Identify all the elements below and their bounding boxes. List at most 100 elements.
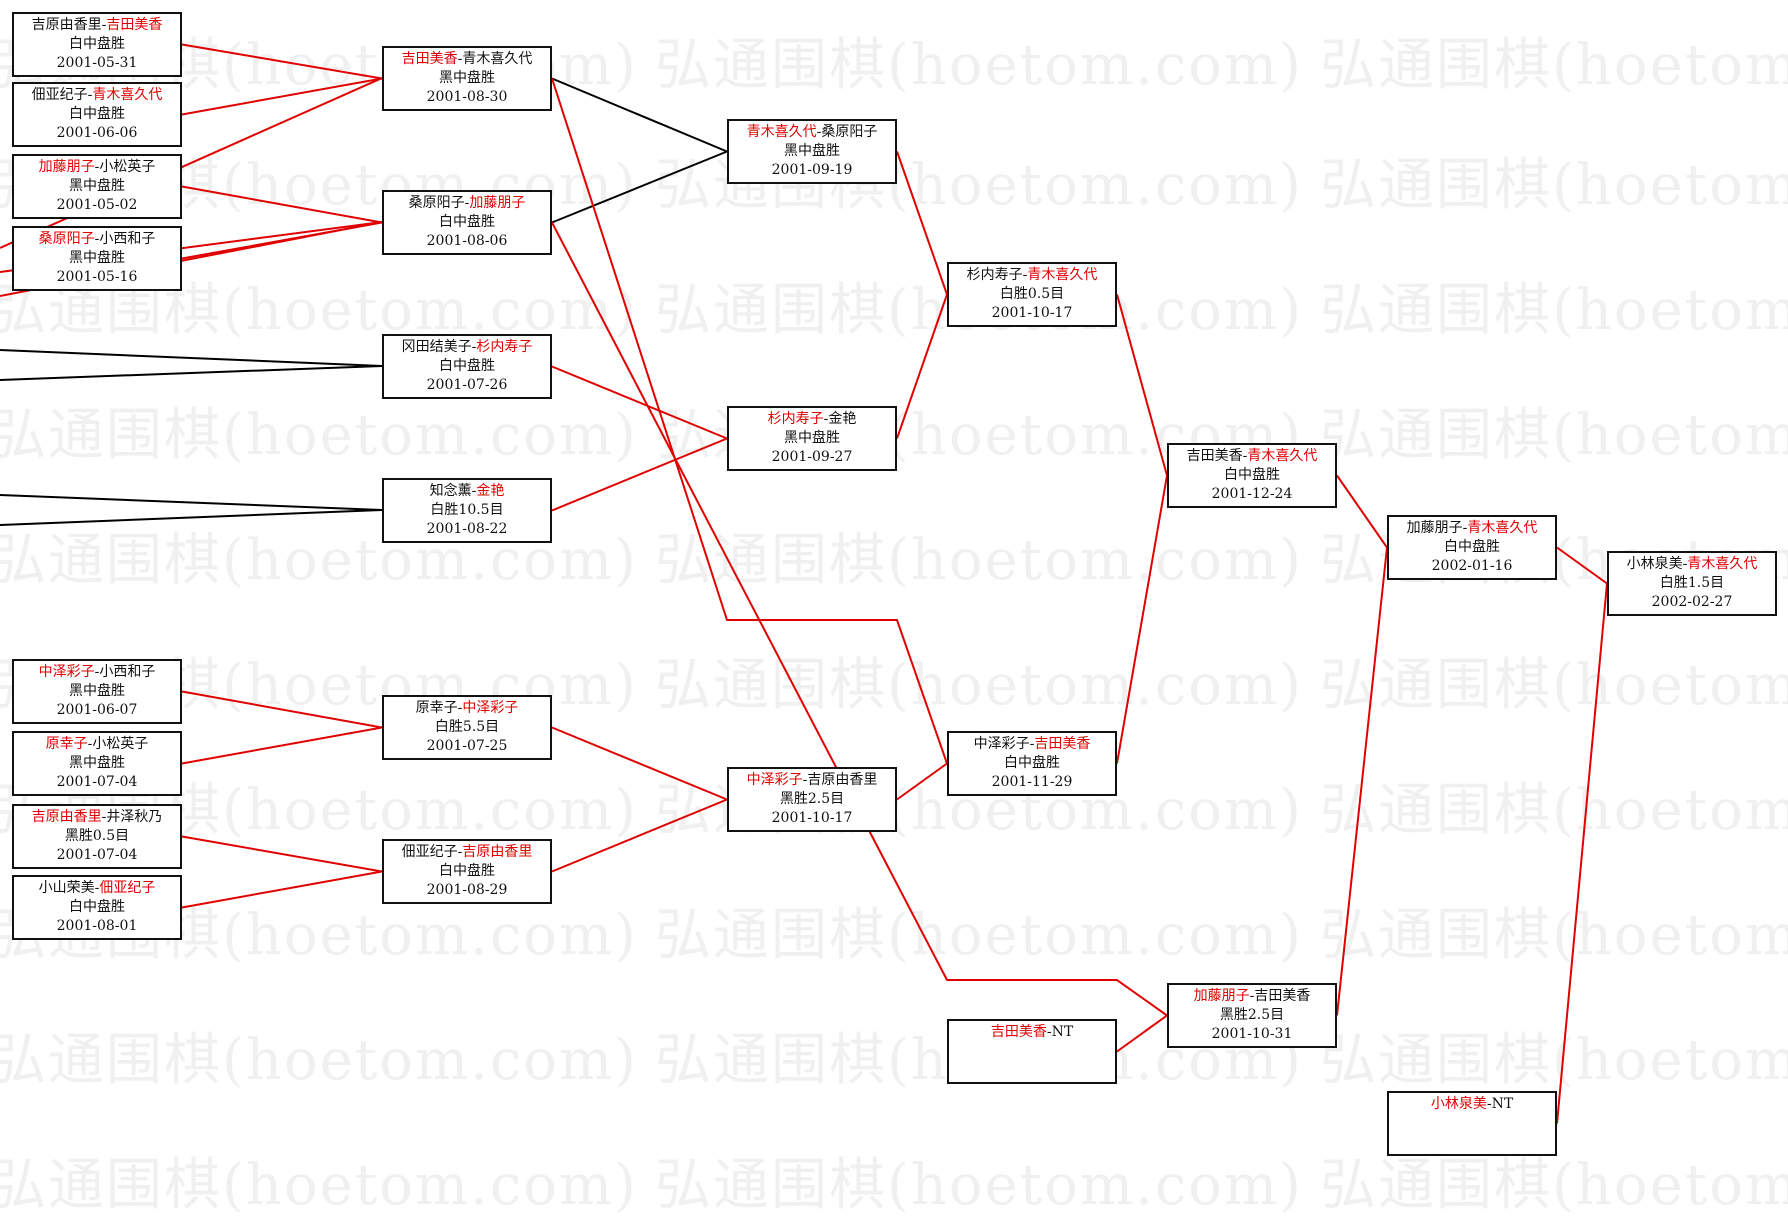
game-date: 2001-07-04 xyxy=(56,774,138,790)
white-player: 青木喜久代 xyxy=(1467,520,1538,536)
watermark-text: 弘通围棋(hoetom.com) xyxy=(655,33,1303,98)
game-result: 黑中盘胜 xyxy=(69,250,125,266)
players-separator: - xyxy=(101,17,107,33)
black-player: 佃亚纪子 xyxy=(31,87,88,103)
game-players: 杉内寿子-金艳 xyxy=(729,410,895,429)
black-player: 青木喜久代 xyxy=(746,124,817,140)
black-player: 中泽彩子 xyxy=(38,664,95,680)
game-result: 白中盘胜 xyxy=(439,358,495,374)
white-player: 吉原由香里 xyxy=(462,844,533,860)
connector-c1g1-to-c2g1 xyxy=(181,43,383,80)
game-players: 吉田美香-青木喜久代 xyxy=(384,50,550,69)
black-player: 加藤朋子 xyxy=(38,159,95,175)
black-player: 加藤朋子 xyxy=(1193,988,1250,1004)
white-player: 金艳 xyxy=(476,483,505,499)
watermark-text: 弘通围棋(hoetom.com) xyxy=(655,528,1303,593)
white-player: 吉田美香 xyxy=(1254,988,1311,1004)
game-date: 2001-08-22 xyxy=(426,521,508,537)
players-separator: - xyxy=(816,124,822,140)
connector-offscreen-4 xyxy=(0,349,383,367)
game-players: 佃亚纪子-青木喜久代 xyxy=(14,86,180,105)
game-result: 白中盘胜 xyxy=(439,863,495,879)
connector-c2g1-to-c3g1 xyxy=(551,77,728,153)
game-date: 2001-08-01 xyxy=(56,918,138,934)
connector-c4g1-to-c5g1 xyxy=(1116,294,1168,476)
game-date: 2001-05-02 xyxy=(56,197,138,213)
players-separator: - xyxy=(1462,520,1468,536)
game-players: 原幸子-小松英子 xyxy=(14,735,180,754)
game-players: 吉田美香-NT xyxy=(949,1023,1115,1042)
game-result: 白中盘胜 xyxy=(69,106,125,122)
watermark-text: 弘通围棋(hoetom.com) xyxy=(1320,33,1788,98)
game-box-c6g2[interactable]: 小林泉美-NT xyxy=(1387,1091,1557,1156)
connector-c3g1-to-c4g1 xyxy=(896,151,948,295)
black-player: 小林泉美 xyxy=(1430,1096,1487,1112)
white-player: 青木喜久代 xyxy=(1687,556,1758,572)
game-date: 2002-01-16 xyxy=(1431,558,1513,574)
players-separator: - xyxy=(1022,267,1028,283)
game-result: 白中盘胜 xyxy=(1444,539,1500,555)
game-result: 黑中盘胜 xyxy=(69,683,125,699)
players-separator: - xyxy=(87,87,93,103)
game-date: 2001-08-06 xyxy=(426,233,508,249)
watermark-text: 弘通围棋(hoetom.com) xyxy=(1320,653,1788,718)
white-player: 吉田美香 xyxy=(106,17,163,33)
connector-c1g6-to-c2g5 xyxy=(181,726,383,765)
white-player: 小松英子 xyxy=(92,736,149,752)
players-separator: - xyxy=(94,231,100,247)
game-date: 2001-10-17 xyxy=(771,810,853,826)
watermark-text: 弘通围棋(hoetom.com) xyxy=(1320,153,1788,218)
connector-c2g4-to-c3g2 xyxy=(551,437,728,512)
players-separator: - xyxy=(457,700,463,716)
players-separator: - xyxy=(464,195,470,211)
connector-c1g3-to-c2g2 xyxy=(181,185,383,224)
watermark-text: 弘通围棋(hoetom.com) xyxy=(655,653,1303,718)
game-date: 2001-11-29 xyxy=(991,774,1073,790)
white-player: NT xyxy=(1051,1024,1074,1040)
connector-offscreen-6 xyxy=(0,494,383,511)
white-player: 井泽秋乃 xyxy=(106,809,163,825)
game-players: 桑原阳子-小西和子 xyxy=(14,230,180,249)
connector-c4g2-to-c5g1 xyxy=(1116,475,1168,764)
game-box-c4g3[interactable]: 吉田美香-NT xyxy=(947,1019,1117,1084)
game-result: 白中盘胜 xyxy=(1224,467,1280,483)
players-separator: - xyxy=(1029,736,1035,752)
connector-c2g5-to-c3g3 xyxy=(551,726,728,801)
game-date: 2001-07-26 xyxy=(426,377,508,393)
game-players: 吉原由香里-吉田美香 xyxy=(14,16,180,35)
game-date: 2001-07-04 xyxy=(56,847,138,863)
game-players: 小林泉美-NT xyxy=(1389,1095,1555,1114)
game-result: 白中盘胜 xyxy=(69,36,125,52)
game-result: 白胜5.5目 xyxy=(434,719,500,735)
watermark-text: 弘通围棋(hoetom.com) xyxy=(1320,903,1788,968)
white-player: 小西和子 xyxy=(99,231,156,247)
connector-offscreen-5 xyxy=(0,365,383,381)
game-players: 小山荣美-佃亚纪子 xyxy=(14,879,180,898)
black-player: 小林泉美 xyxy=(1626,556,1683,572)
black-player: 吉田美香 xyxy=(1186,448,1243,464)
